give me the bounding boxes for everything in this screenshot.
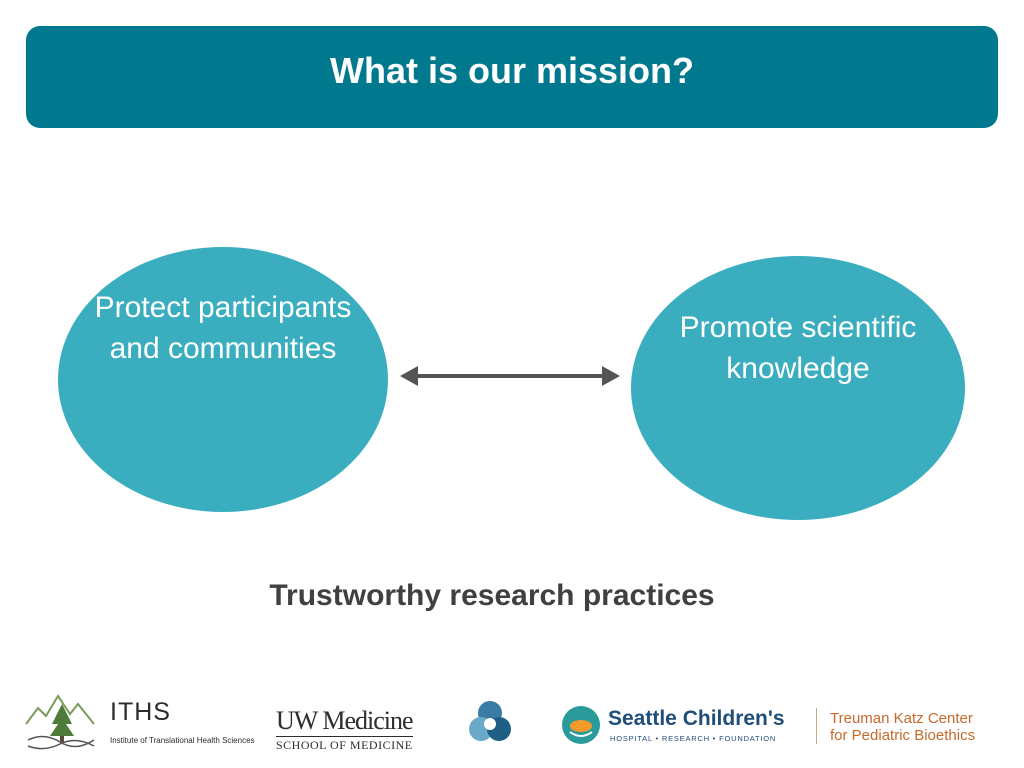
- double-headed-arrow: [400, 366, 620, 386]
- whale-icon: [562, 706, 600, 744]
- left-node-label: Protect participants and communities: [68, 291, 378, 395]
- uw-medicine-logo: UW Medicine SCHOOL OF MEDICINE: [276, 706, 432, 752]
- right-node-line2: knowledge: [726, 352, 870, 385]
- left-node-line2: and communities: [109, 331, 337, 365]
- mountain-tree-icon: [25, 694, 95, 750]
- treuman-logo-line1: Treuman Katz Center: [830, 710, 973, 727]
- seattle-childrens-logo: Seattle Children's HOSPITAL • RESEARCH •…: [560, 704, 810, 750]
- treuman-logo-line2: for Pediatric Bioethics: [830, 727, 976, 744]
- diagram-caption: Trustworthy research practices: [269, 579, 715, 612]
- promote-knowledge-node: Promote scientific knowledge: [631, 256, 965, 520]
- trefoil-mark-icon: [466, 698, 514, 746]
- slide-title: What is our mission?: [329, 50, 695, 91]
- title-banner: What is our mission?: [26, 26, 998, 128]
- treuman-katz-logo: Treuman Katz Center for Pediatric Bioeth…: [830, 710, 1020, 746]
- uw-logo-name: UW Medicine: [276, 706, 414, 735]
- left-node-line1: Protect participants: [94, 290, 352, 324]
- right-node-line1: Promote scientific: [679, 311, 917, 344]
- iths-logo-subtitle: Institute of Translational Health Scienc…: [110, 736, 255, 745]
- seattle-childrens-name: Seattle Children's: [608, 707, 785, 730]
- logo-divider: [816, 708, 817, 744]
- seattle-childrens-subtitle: HOSPITAL • RESEARCH • FOUNDATION: [610, 734, 777, 743]
- iths-logo-name: ITHS: [110, 698, 171, 726]
- protect-participants-node: Protect participants and communities: [58, 247, 388, 512]
- uw-logo-subtitle: SCHOOL OF MEDICINE: [276, 736, 413, 752]
- iths-logo: ITHS Institute of Translational Health S…: [24, 690, 264, 752]
- right-node-label: Promote scientific knowledge: [653, 311, 943, 409]
